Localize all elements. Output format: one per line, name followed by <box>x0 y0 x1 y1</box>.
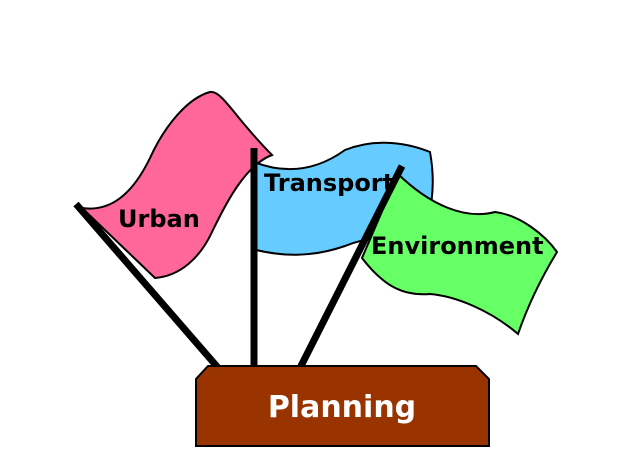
urban-flag-pole <box>73 201 223 373</box>
urban-flag-label: Urban <box>118 205 200 233</box>
environment-flag-label: Environment <box>371 232 544 260</box>
environment-flag <box>360 172 559 336</box>
planning-label: Planning <box>268 390 416 425</box>
transport-flag-label: Transport <box>264 169 394 197</box>
urban-flag <box>79 90 274 280</box>
environment-flag-pole <box>296 164 406 370</box>
planning-base <box>195 365 490 447</box>
